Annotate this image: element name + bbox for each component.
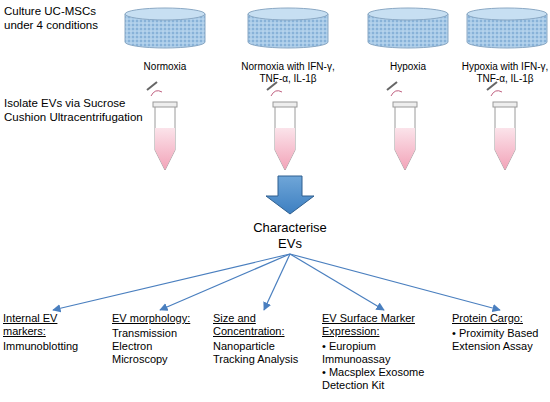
- method-group: EV morphology: Transmission Electron Micr…: [112, 312, 208, 366]
- connector-arrow: [290, 254, 384, 310]
- connector-arrow: [290, 254, 500, 310]
- culture-condition: Hypoxia with IFN-γ, TNF-α, IL-1β: [460, 3, 550, 85]
- node-heading: Protein Cargo:: [452, 312, 548, 325]
- method-group: Protein Cargo: • Proximity Based Extensio…: [452, 312, 548, 353]
- petri-dish: [467, 8, 547, 48]
- node-heading: Internal EV markers:: [3, 312, 103, 338]
- node-heading: Characterise EVs: [243, 220, 337, 252]
- node-text: • Proximity Based Extension Assay: [452, 327, 548, 353]
- node-text: Immunoblotting: [3, 340, 103, 353]
- culture-condition: Normoxia: [120, 3, 210, 73]
- culture-condition: Normoxia with IFN-γ, TNF-α, IL-1β: [240, 3, 336, 85]
- node-heading: Size and Concentration:: [213, 312, 315, 338]
- connector-arrow: [53, 254, 290, 310]
- method-group: Size and Concentration:Nanoparticle Trac…: [213, 312, 315, 366]
- node-text: • Europium Immunoassay: [322, 340, 446, 366]
- node-heading: EV Surface Marker Expression:: [322, 312, 446, 338]
- node-heading: EV morphology:: [112, 312, 208, 325]
- process-step: Characterise EVs: [243, 220, 337, 252]
- node-heading: Hypoxia with IFN-γ, TNF-α, IL-1β: [460, 61, 550, 85]
- node-text: Nanoparticle Tracking Analysis: [213, 340, 315, 366]
- method-group: Internal EV markers: Immunoblotting: [3, 312, 103, 353]
- petri-dish: [368, 8, 448, 48]
- node-text: Transmission Electron Microscopy: [112, 327, 208, 366]
- connector-arrow: [264, 254, 290, 310]
- node-heading: Hypoxia: [362, 61, 454, 73]
- node-heading: Normoxia with IFN-γ, TNF-α, IL-1β: [240, 61, 336, 85]
- centrifuge-tube: [147, 82, 517, 170]
- petri-dish: [248, 8, 328, 48]
- step-label: Isolate EVs via Sucrose Cushion Ultracen…: [4, 96, 144, 124]
- node-text: • Macsplex Exosome Detection Kit: [322, 366, 446, 392]
- node-heading: Normoxia: [120, 61, 210, 73]
- step-label: Culture UC-MSCs under 4 conditions: [4, 4, 116, 32]
- petri-dish: [125, 8, 205, 48]
- connector-arrow: [160, 254, 290, 310]
- culture-condition: Hypoxia: [362, 3, 454, 73]
- block-arrow: [266, 176, 314, 214]
- method-group: EV Surface Marker Expression:• Europium …: [322, 312, 446, 392]
